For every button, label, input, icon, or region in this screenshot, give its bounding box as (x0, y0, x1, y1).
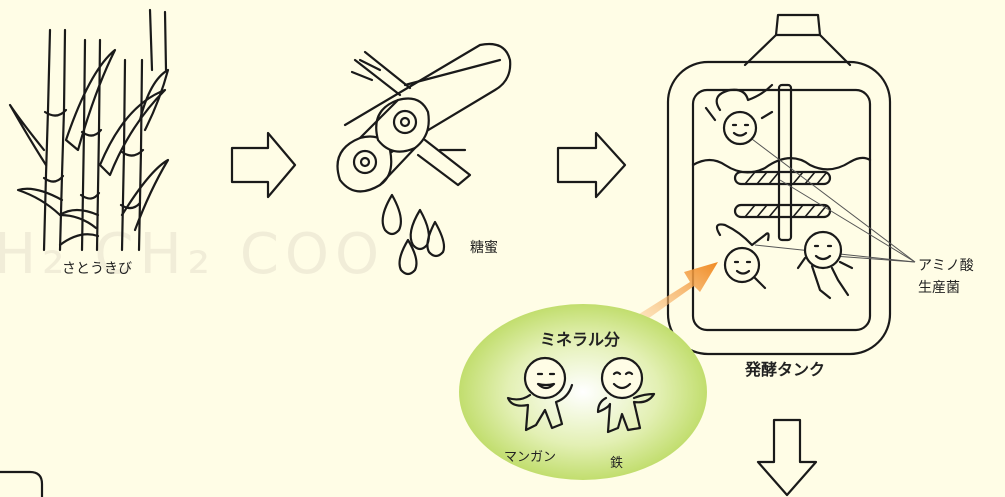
iron-character (596, 356, 656, 434)
tank-label: 発酵タンク (745, 360, 826, 379)
mineral-bubble (459, 304, 707, 480)
bacteria-character-1 (704, 83, 774, 146)
arrow-down (756, 418, 818, 497)
background-watermark: H₂ CH₂ COO (0, 222, 386, 287)
roller-mill-illustration (336, 42, 512, 276)
iron-label: 鉄 (610, 456, 624, 471)
manganese-character (506, 356, 574, 432)
fermentation-tank-illustration (666, 13, 916, 356)
amino-acid-label-line1: アミノ酸 (918, 258, 974, 274)
bacteria-character-2 (715, 223, 770, 290)
next-step-box-partial (0, 470, 44, 497)
mineral-title: ミネラル分 (540, 330, 621, 349)
arrow-right-1 (230, 131, 297, 199)
molasses-label: 糖蜜 (470, 240, 498, 256)
sugarcane-label: さとうきび (62, 261, 132, 277)
sugarcane-illustration (8, 8, 170, 252)
bacteria-character-3 (796, 230, 854, 300)
manganese-label: マンガン (504, 450, 557, 465)
amino-acid-label-line2: 生産菌 (918, 280, 960, 296)
arrow-right-2 (556, 131, 627, 199)
